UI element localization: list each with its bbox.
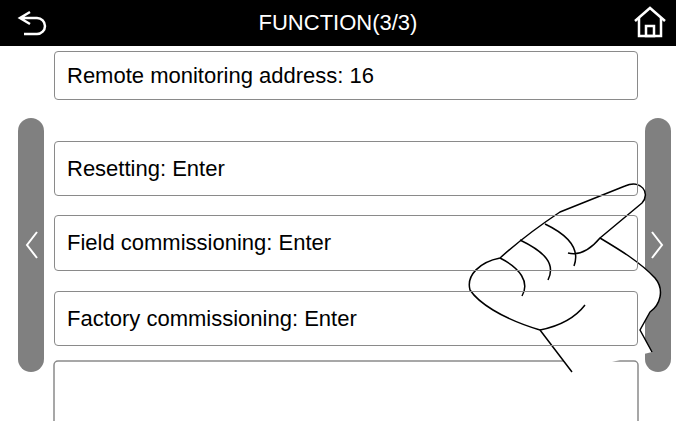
menu-row: Factory commissioning: Enter [54, 291, 638, 346]
row-label: Factory commissioning: Enter [67, 306, 357, 332]
home-icon [635, 8, 665, 36]
menu-row: Resetting: Enter [54, 141, 638, 196]
row-label: Remote monitoring address: 16 [67, 63, 374, 89]
chevron-left [27, 232, 37, 258]
menu-row: Field commissioning: Enter [54, 215, 638, 271]
chevron-right [652, 232, 662, 258]
row-label: Field commissioning: Enter [67, 230, 331, 256]
screen-title: FUNCTION(3/3) [0, 0, 676, 46]
hand-pointer [469, 184, 660, 372]
empty-row [54, 361, 638, 421]
scroll-right-bar [645, 118, 671, 372]
back-icon [20, 12, 45, 34]
row-label: Resetting: Enter [67, 156, 225, 182]
scroll-left-bar [18, 118, 44, 372]
menu-row: Remote monitoring address: 16 [54, 51, 638, 100]
